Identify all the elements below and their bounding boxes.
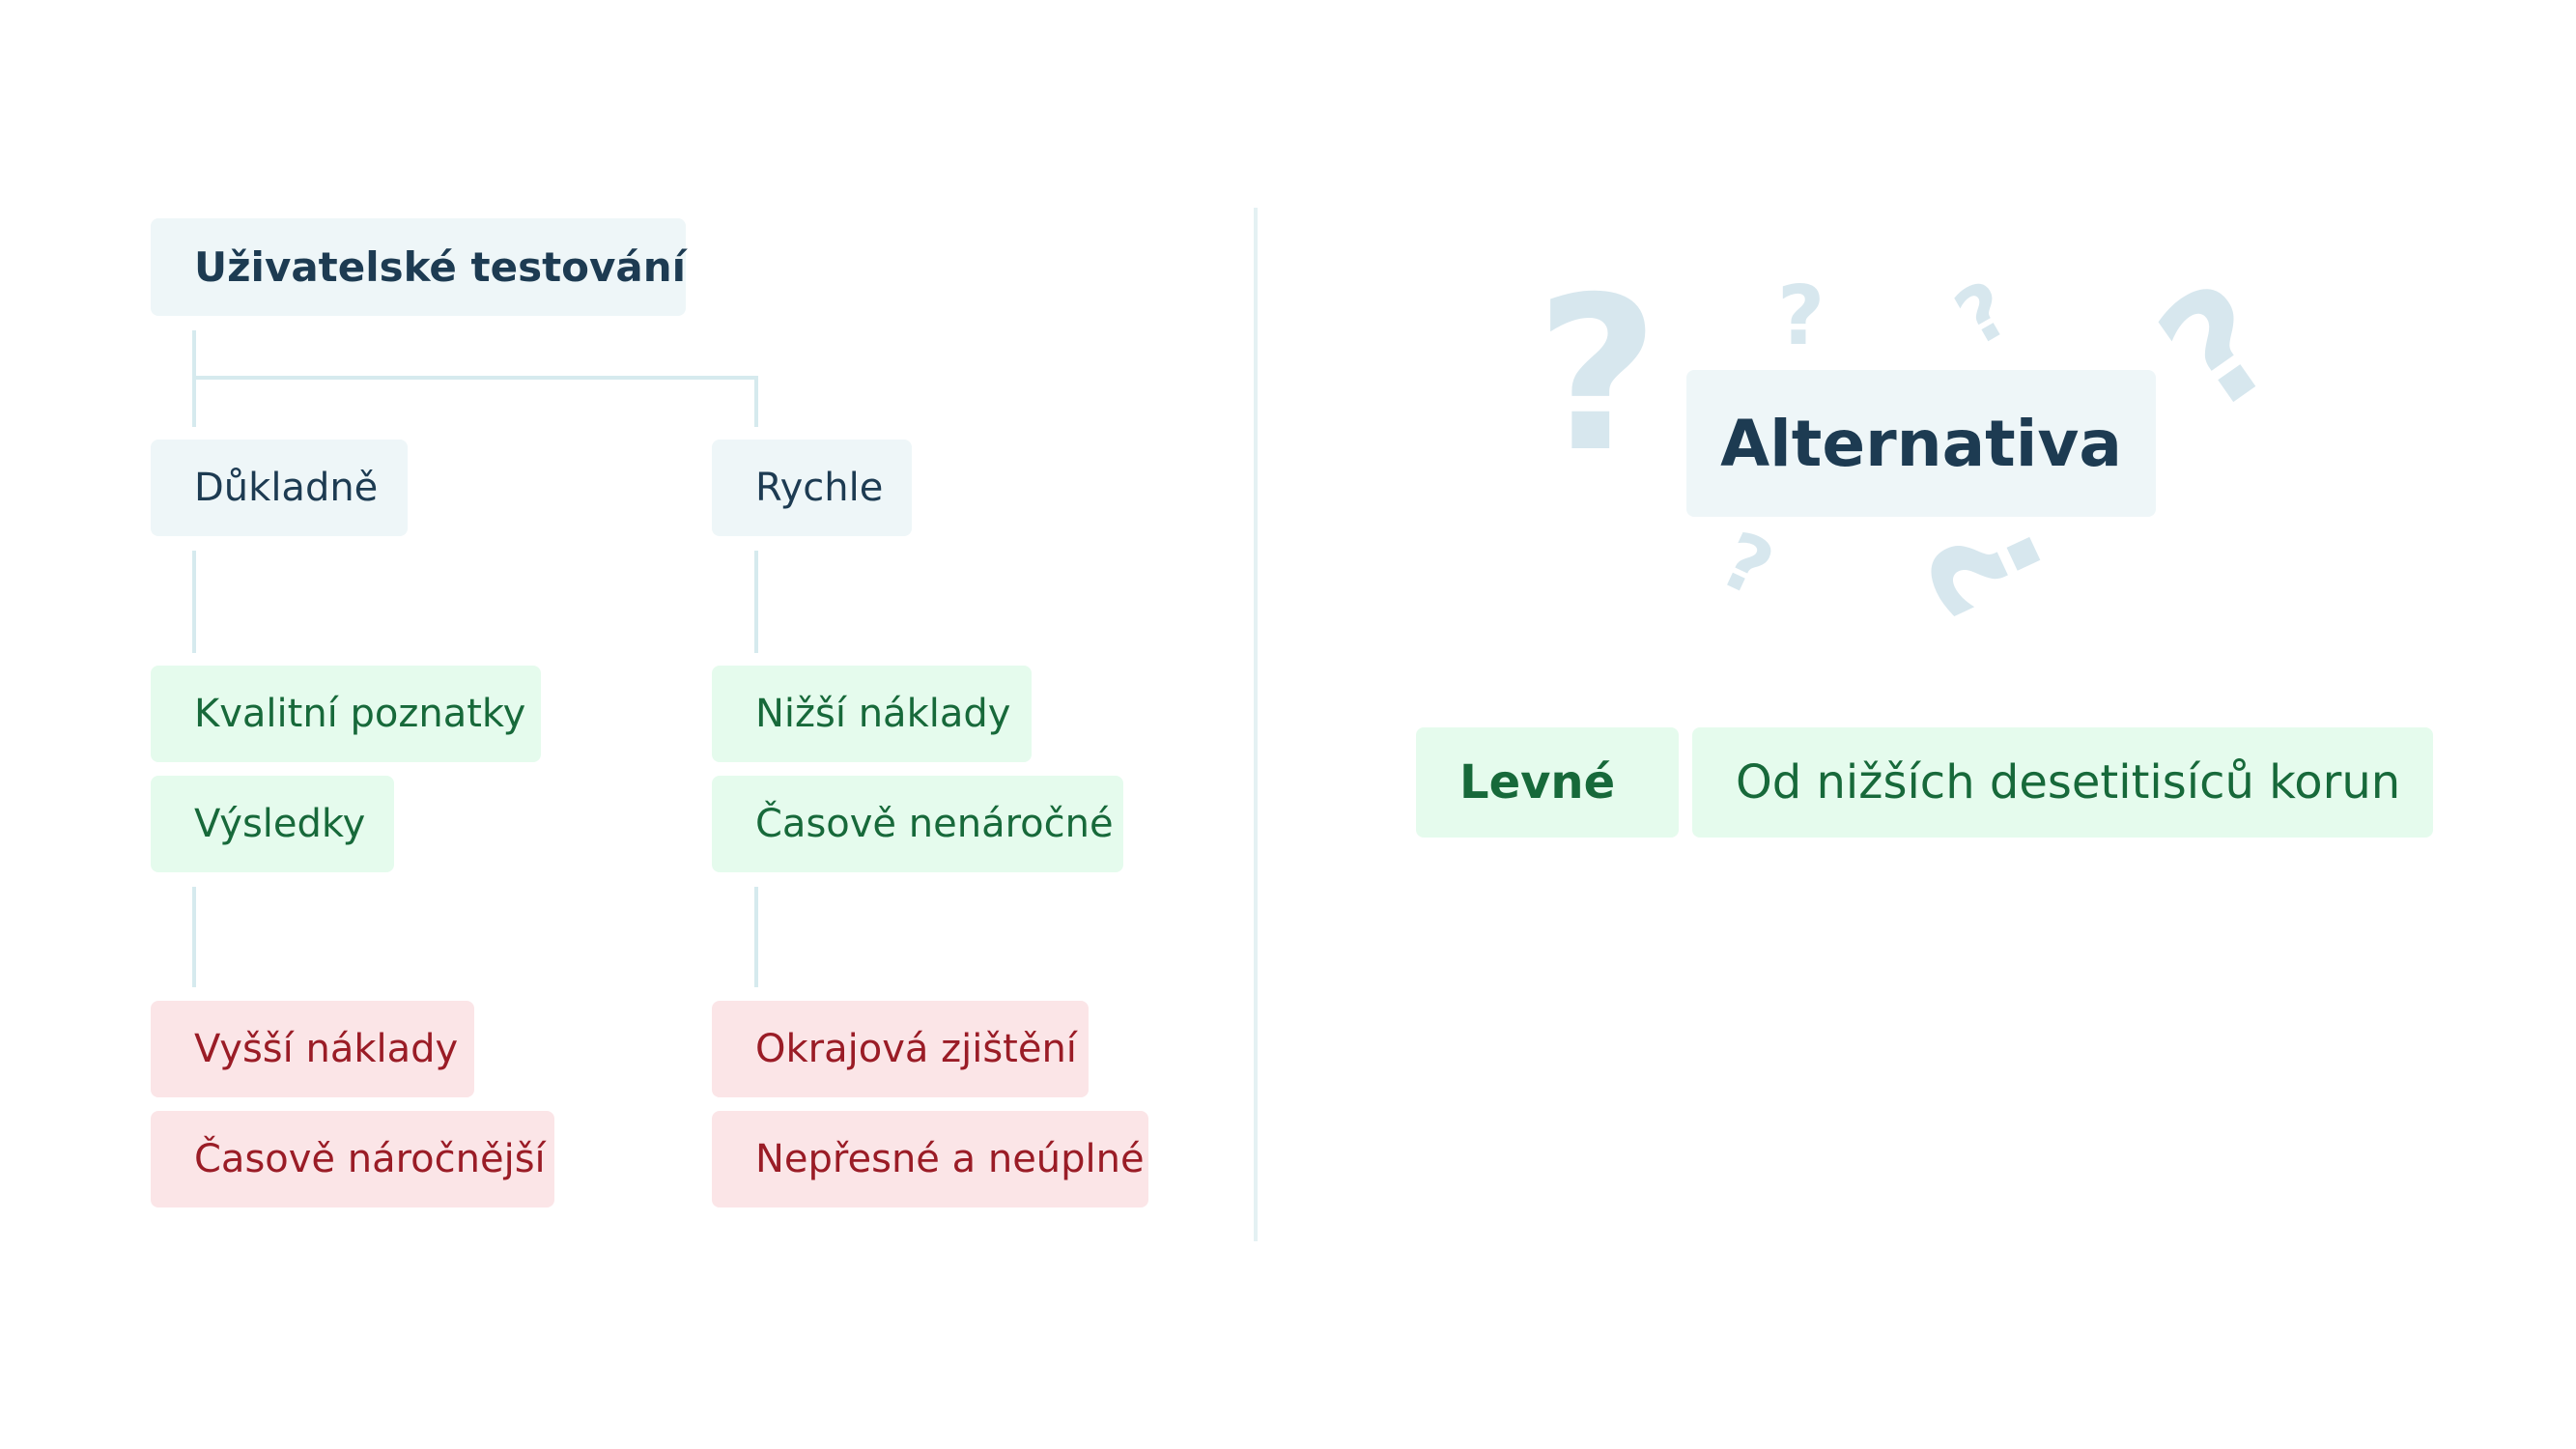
thorough-pro-1: Kvalitní poznatky [151,666,541,762]
branch-quick: Rychle [712,440,912,536]
quick-con-1: Okrajová zjištění [712,1001,1089,1097]
question-mark-icon: ? [2129,247,2307,447]
question-mark-icon: ? [1777,269,1826,364]
branch-thorough: Důkladně [151,440,408,536]
question-mark-icon: ? [1894,491,2082,639]
quick-pro-1: Nižší náklady [712,666,1032,762]
question-mark-icon: ? [1707,514,1787,615]
thorough-pro-2: Výsledky [151,776,394,872]
connector-quick-pros [754,551,758,653]
question-mark-icon: ? [1536,251,1659,498]
connector-horizontal [192,376,758,380]
alternative-title: Alternativa [1686,370,2156,517]
connector-quick-cons [754,887,758,987]
price-tag: Levné [1416,727,1679,838]
section-divider [1254,208,1258,1241]
thorough-con-1: Vyšší náklady [151,1001,474,1097]
connector-thorough-pros [192,551,196,653]
root-node: Uživatelské testování [151,218,686,316]
thorough-con-2: Časově náročnější [151,1111,554,1208]
connector-right-down [754,376,758,427]
quick-pro-2: Časově nenáročné [712,776,1123,872]
quick-con-2: Nepřesné a neúplné [712,1111,1148,1208]
price-description: Od nižších desetitisíců korun [1692,727,2433,838]
question-mark-icon: ? [1940,263,2025,364]
connector-thorough-cons [192,887,196,987]
